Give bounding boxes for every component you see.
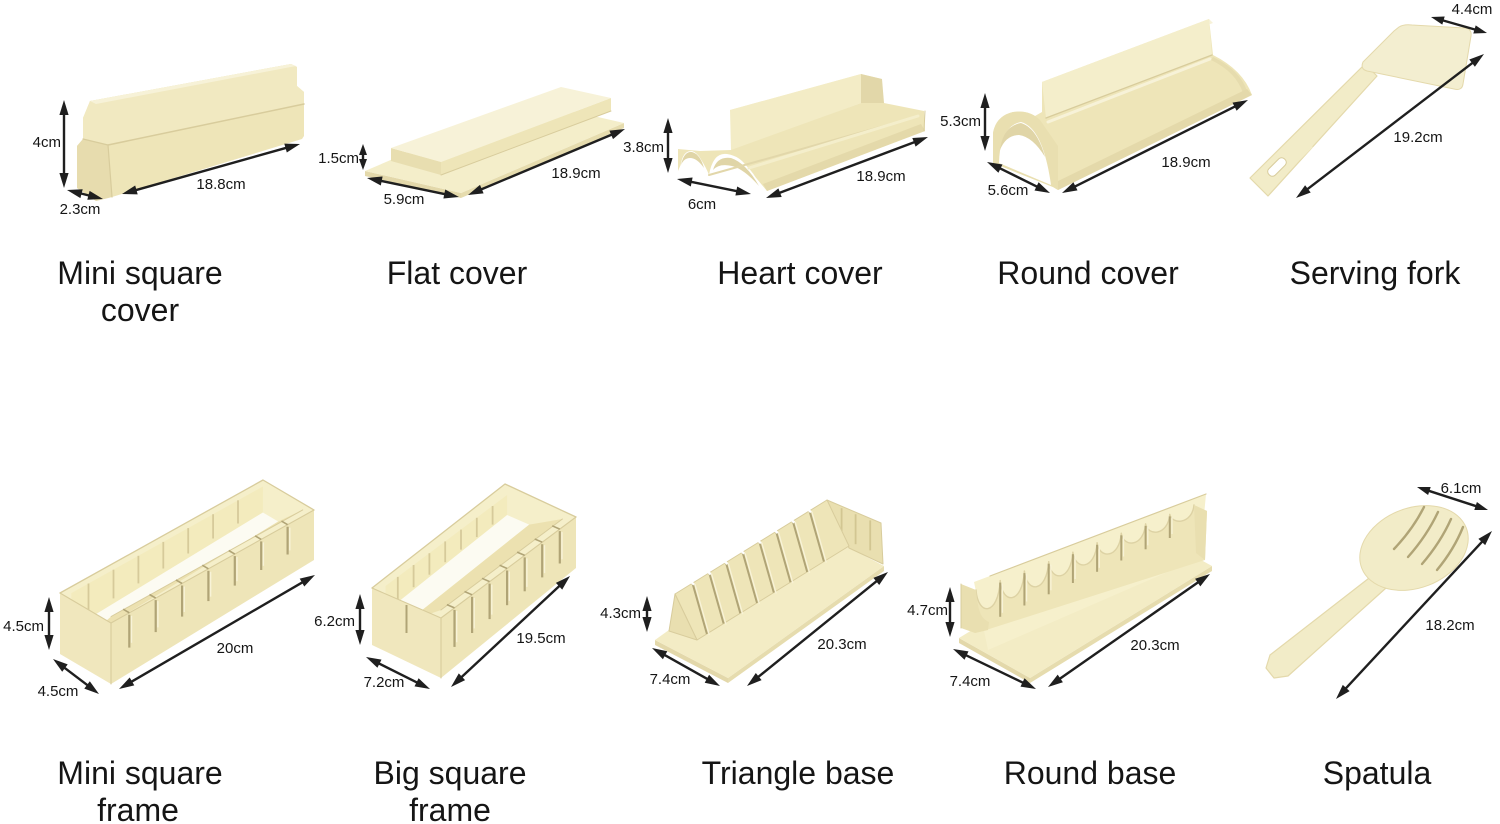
svg-text:18.8cm: 18.8cm (196, 176, 245, 193)
svg-text:4cm: 4cm (33, 134, 61, 151)
svg-text:5.3cm: 5.3cm (940, 113, 981, 130)
svg-text:20cm: 20cm (217, 640, 254, 657)
svg-text:1.5cm: 1.5cm (318, 150, 359, 167)
svg-text:7.4cm: 7.4cm (650, 671, 691, 688)
svg-text:5.6cm: 5.6cm (988, 182, 1029, 199)
svg-text:4.3cm: 4.3cm (600, 605, 641, 622)
svg-text:Mini square: Mini square (57, 255, 222, 291)
svg-text:Serving fork: Serving fork (1290, 255, 1462, 291)
svg-text:Round base: Round base (1004, 755, 1177, 791)
svg-text:Spatula: Spatula (1323, 755, 1432, 791)
svg-text:7.2cm: 7.2cm (364, 674, 405, 691)
svg-text:6cm: 6cm (688, 196, 716, 213)
svg-text:18.9cm: 18.9cm (551, 165, 600, 182)
svg-text:18.9cm: 18.9cm (856, 168, 905, 185)
svg-text:18.9cm: 18.9cm (1161, 154, 1210, 171)
svg-text:4.5cm: 4.5cm (3, 618, 44, 635)
svg-text:5.9cm: 5.9cm (384, 191, 425, 208)
svg-text:3.8cm: 3.8cm (623, 139, 664, 156)
svg-text:20.3cm: 20.3cm (1130, 637, 1179, 654)
svg-text:cover: cover (101, 292, 180, 328)
svg-text:18.2cm: 18.2cm (1425, 617, 1474, 634)
svg-text:19.5cm: 19.5cm (516, 630, 565, 647)
svg-text:frame: frame (97, 792, 179, 824)
svg-text:4.4cm: 4.4cm (1452, 1, 1493, 18)
svg-text:6.2cm: 6.2cm (314, 613, 355, 630)
svg-text:4.7cm: 4.7cm (907, 602, 948, 619)
svg-text:Round cover: Round cover (997, 255, 1179, 291)
svg-text:Mini square: Mini square (57, 755, 222, 791)
svg-text:4.5cm: 4.5cm (38, 683, 79, 700)
svg-text:Triangle base: Triangle base (702, 755, 895, 791)
svg-text:Flat cover: Flat cover (387, 255, 528, 291)
svg-text:2.3cm: 2.3cm (60, 201, 101, 218)
svg-text:19.2cm: 19.2cm (1393, 129, 1442, 146)
svg-text:7.4cm: 7.4cm (950, 673, 991, 690)
svg-text:6.1cm: 6.1cm (1441, 480, 1482, 497)
svg-text:Heart cover: Heart cover (717, 255, 883, 291)
svg-text:Big square: Big square (374, 755, 527, 791)
svg-text:frame: frame (409, 792, 491, 824)
svg-text:20.3cm: 20.3cm (817, 636, 866, 653)
